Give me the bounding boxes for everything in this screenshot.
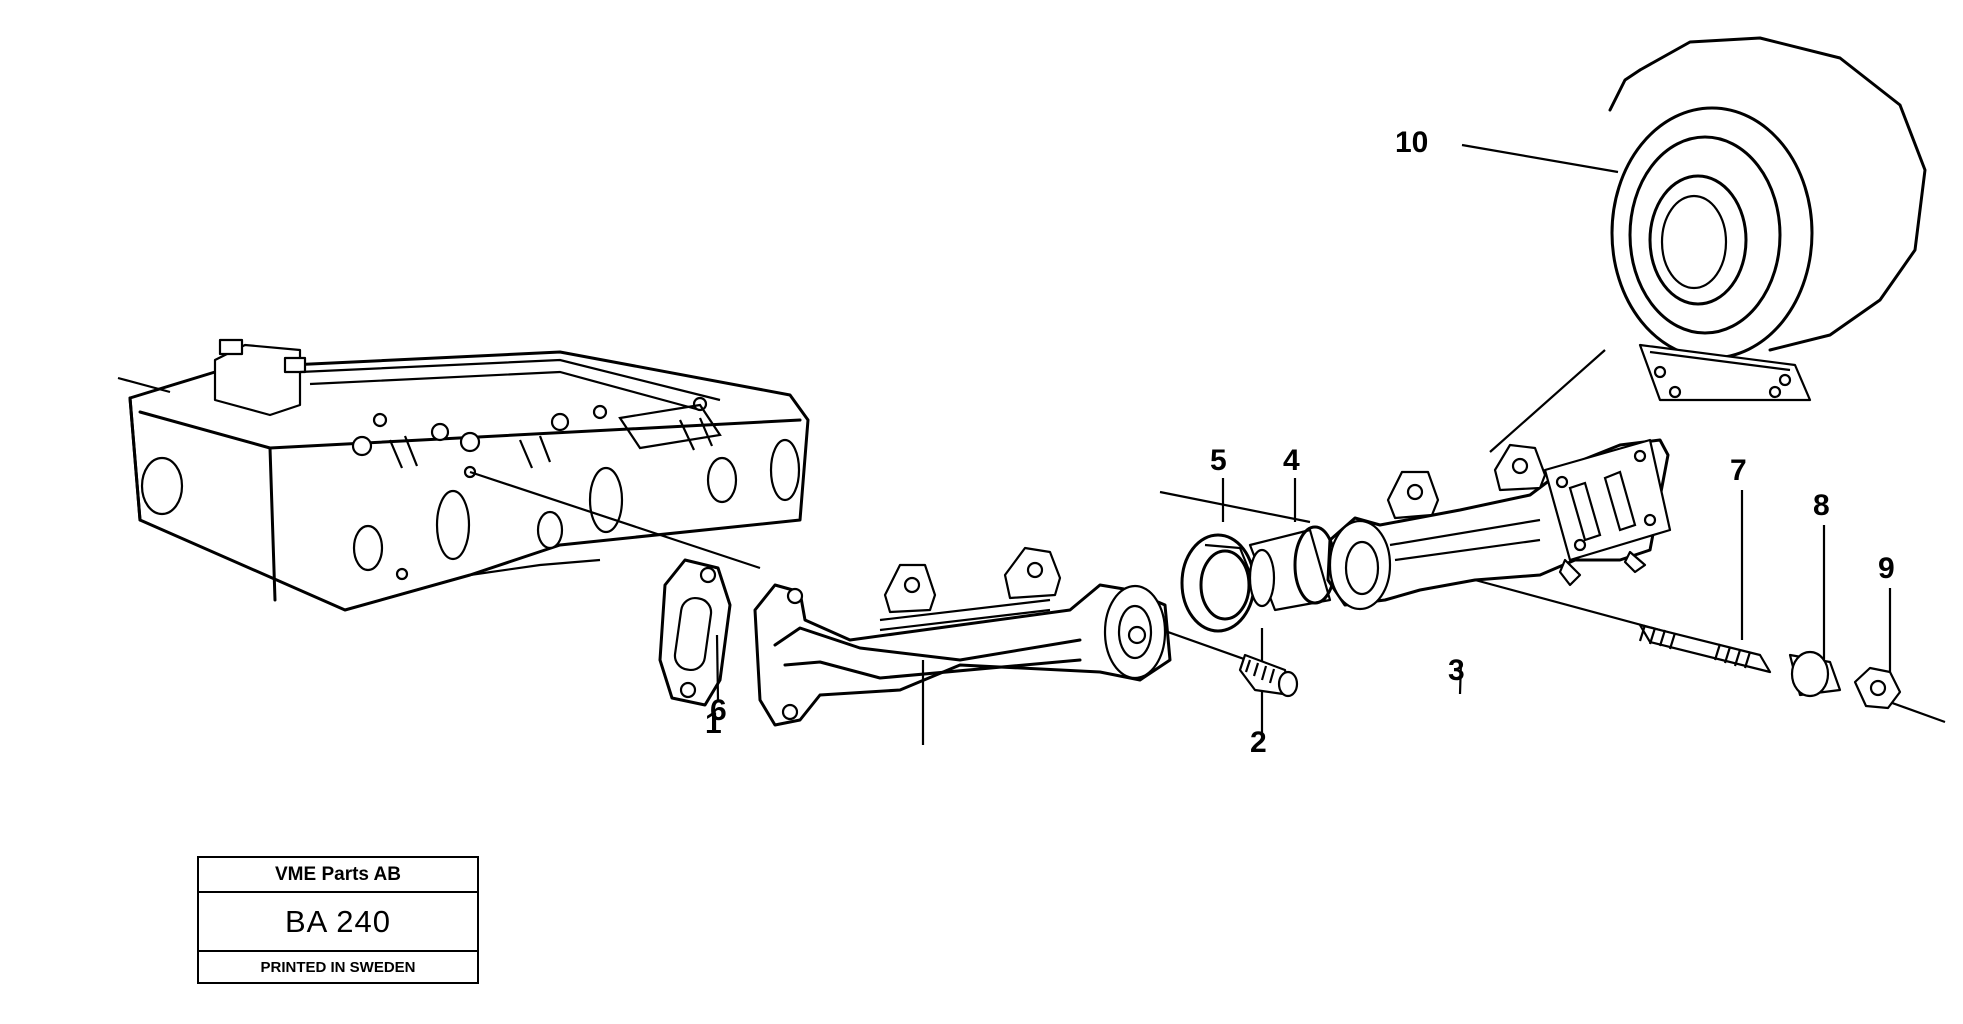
title-block-printed-note: PRINTED IN SWEDEN: [260, 959, 416, 976]
title-block-drawing-code: BA 240: [199, 893, 477, 952]
sleeve-part-4: [1248, 525, 1337, 612]
callout-2: 2: [1250, 726, 1267, 759]
callout-10: 10: [1395, 126, 1428, 159]
stud-part-7: [1638, 623, 1772, 674]
spacer-sleeve-part-8: [1788, 650, 1842, 698]
rear-exhaust-manifold-part-3: [1326, 438, 1672, 611]
callout-3: 3: [1448, 654, 1465, 687]
turbocharger-part-10: [1608, 36, 1927, 402]
callout-8: 8: [1813, 489, 1830, 522]
stud-part-2: [1238, 653, 1299, 698]
callout-labels: 1 2 3 4 5 6 7 8 9 10: [705, 126, 1895, 759]
front-exhaust-manifold-part-1: [753, 546, 1172, 727]
callout-4: 4: [1283, 444, 1300, 477]
callout-9: 9: [1878, 552, 1895, 585]
leader-lines: [469, 143, 1946, 745]
title-block: VME Parts AB BA 240 PRINTED IN SWEDEN: [197, 856, 479, 984]
callout-6: 6: [710, 694, 727, 727]
cylinder-head-drawing: [117, 338, 810, 612]
sealing-ring-part-5: [1180, 533, 1257, 633]
nut-part-9: [1853, 666, 1902, 710]
title-block-company: VME Parts AB: [199, 858, 477, 893]
callout-7: 7: [1730, 454, 1747, 487]
gasket-part-6: [658, 558, 732, 707]
callout-5: 5: [1210, 444, 1227, 477]
callout-1: 1: [705, 707, 722, 740]
